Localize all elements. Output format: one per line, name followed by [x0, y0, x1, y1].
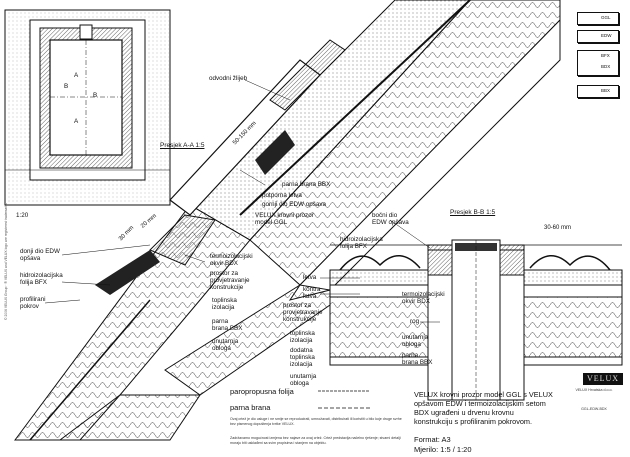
label-ventilation-2: provjetravanje [210, 277, 250, 284]
label-bb-vapour-2: brana BBX [402, 359, 433, 366]
label-upper-flashing: gornji dio EDW opšava [262, 201, 327, 208]
format: Format: A3 [414, 435, 451, 444]
product-code: GGL [601, 15, 611, 20]
label-window: VELUX krovni prozor [255, 212, 314, 219]
product-bfx-bdx-icon: BFX BDX [577, 50, 619, 76]
velux-logo: VELUX [583, 373, 623, 385]
label-vapour: parna [212, 318, 229, 325]
product-edw-icon: EDW [577, 30, 619, 43]
section-bb-title: Presjek B-B 1:5 [450, 209, 496, 216]
label-bb-insulation: toplinska [290, 330, 315, 337]
label-vapour-barrier: parna brana BBX [282, 181, 331, 188]
label-side-flashing: bočni dio [372, 212, 398, 219]
label-bb-underlay-2: folija BFX [340, 243, 367, 250]
company-name: VELUX Hrvatska d.o.o. [575, 388, 613, 392]
label-bb-lining-b-2: obloga [290, 380, 309, 387]
label-extra-insulation: dodatna [290, 347, 313, 354]
side-copyright: © 2006 VELUX Group · ® VELUX and VELUX l… [4, 203, 8, 320]
label-lining: unutarnja [212, 338, 239, 345]
product-ggl-icon: GGL [577, 12, 619, 25]
label-bb-lining-b: unutarnja [290, 373, 317, 380]
disclaimer-note: Zadržavamo mogućnost izmjena bez najave … [230, 436, 401, 445]
label-counter-batten-2: letva [303, 293, 317, 300]
label-lower-flashing-2: opšava [20, 255, 41, 262]
label-roofing: profilirani [20, 296, 46, 303]
legend-vapour-barrier: parna brana [230, 403, 271, 412]
label-underlay-2: folija BFX [20, 279, 47, 286]
label-bb-ventilation-2: provjetravanje [283, 309, 323, 316]
label-bb-insulation-2: izolacija [290, 337, 313, 344]
label-batten: letva [303, 274, 317, 281]
section-aa [14, 0, 561, 441]
inset-letter: B [93, 92, 98, 99]
label-bb-vapour: parna [402, 352, 419, 359]
label-bb-underlay: hidroizolacijska [340, 236, 383, 243]
label-bb-lining: unutarnja [402, 334, 429, 341]
label-bb-ventilation: prostor za [283, 302, 311, 309]
label-lower-flashing: donji dio EDW [20, 248, 60, 255]
label-counter-batten: kontra [303, 286, 321, 293]
label-extra-insulation-2: toplinska [290, 354, 315, 361]
label-window-model: model GGL [255, 219, 288, 226]
inset-scale: 1:20 [16, 212, 29, 219]
label-bb-frame-2: okvir BDX [402, 298, 430, 305]
label-underlay: hidroizolacijska [20, 272, 63, 279]
label-ventilation-3: konstrukcije [210, 284, 244, 291]
inset-letter: A [74, 72, 79, 79]
inset-letter: B [64, 83, 69, 90]
inset-letter: A [74, 118, 79, 125]
label-side-flashing-2: EDW opšava [372, 219, 409, 226]
product-code: EDW [601, 33, 612, 38]
label-thermal-insulation: toplinska [212, 297, 237, 304]
drawing-title: VELUX krovni prozor model GGL s VELUX op… [414, 390, 553, 426]
product-bbx-icon: BBX [577, 85, 619, 98]
copyright-note: Ovaj crtež je dio usluge i ne smije se r… [230, 417, 402, 426]
product-code: BBX [601, 88, 611, 93]
label-support-batten: potporna letva [262, 192, 302, 199]
company-block: VELUX Hrvatska d.o.o. GGL-EDW-BDX [562, 388, 626, 411]
label-insulation-frame-2: okvir BDX [210, 260, 238, 267]
product-code: BDX [601, 64, 611, 69]
section-bb [329, 239, 623, 401]
label-bb-lining-2: obloga [402, 341, 421, 348]
label-insulation-frame: termoizolacijski [210, 253, 253, 260]
label-extra-insulation-3: izolacija [290, 361, 313, 368]
label-ventilation: prostor za [210, 270, 238, 277]
inset-elevation [4, 9, 171, 206]
label-gutter: odvodni žlijeb [209, 75, 248, 82]
legend-vapour-permeable: paropropusna folija [230, 387, 294, 396]
label-thermal-insulation-2: izolacija [212, 304, 235, 311]
label-lining-2: obloga [212, 345, 231, 352]
section-aa-title: Presjek A-A 1:5 [160, 142, 205, 149]
drawing-code: GGL-EDW-BDX [581, 406, 607, 411]
label-bb-frame: termoizolacijski [402, 291, 445, 298]
label-bb-ventilation-3: konstrukcije [283, 316, 317, 323]
scale: Mjerilo: 1:5 / 1:20 [414, 445, 472, 454]
dimension-label: 30-60 mm [544, 225, 572, 231]
label-rafter: rog [410, 318, 420, 325]
product-code: BFX [601, 53, 610, 58]
label-roofing-2: pokrov [20, 303, 39, 310]
label-vapour-2: brana BBX [212, 325, 243, 332]
